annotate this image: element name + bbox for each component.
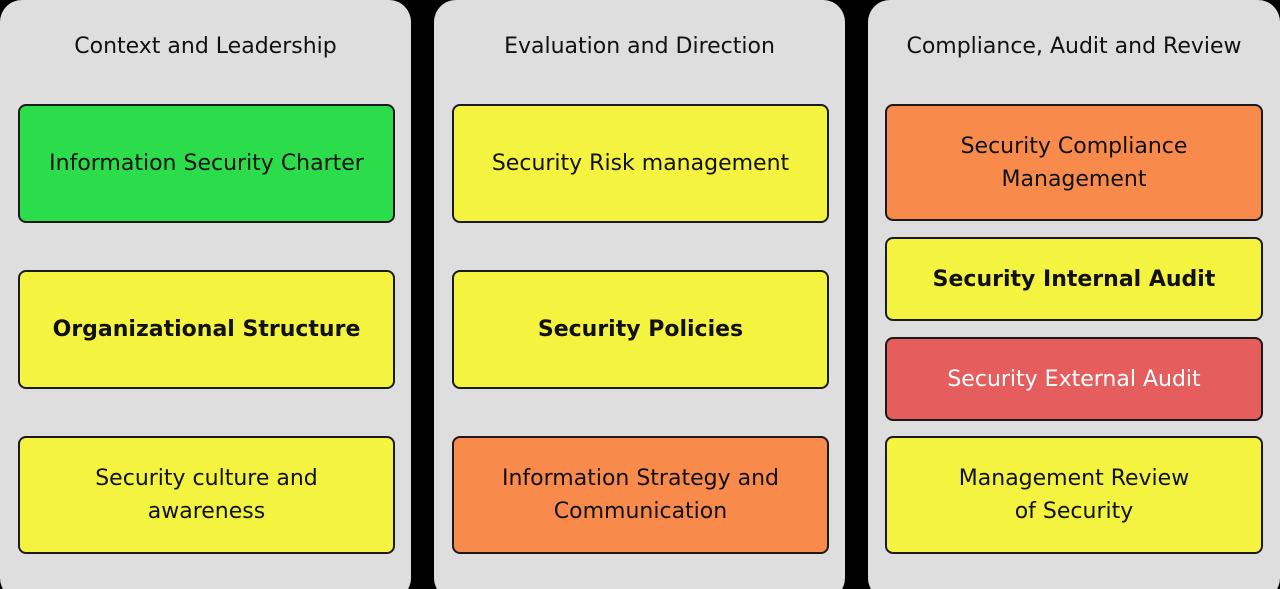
box-security-internal-audit: Security Internal Audit (885, 237, 1263, 321)
box-label: Information Strategy and Communication (502, 466, 779, 524)
box-security-risk-management: Security Risk management (452, 104, 829, 223)
box-label: Security Risk management (491, 151, 790, 176)
box-label: Information Security Charter (49, 151, 364, 176)
column-title: Compliance, Audit and Review (906, 34, 1242, 59)
box-label: Security External Audit (947, 366, 1201, 392)
column-compliance-audit-review: Compliance, Audit and Review Security Co… (868, 0, 1280, 589)
column-title: Context and Leadership (74, 34, 337, 59)
column-evaluation-direction: Evaluation and Direction Security Risk m… (434, 0, 845, 589)
box-organizational-structure: Organizational Structure (18, 270, 395, 389)
box-information-strategy-communication: Information Strategy and Communication (452, 436, 829, 554)
box-security-external-audit: Security External Audit (885, 337, 1263, 421)
box-information-security-charter: Information Security Charter (18, 104, 395, 223)
box-security-policies: Security Policies (452, 270, 829, 389)
column-context-leadership: Context and Leadership Information Secur… (0, 0, 411, 589)
box-label: Security Policies (537, 317, 744, 342)
box-label: Security Compliance Management (960, 133, 1188, 192)
column-title: Evaluation and Direction (504, 34, 775, 59)
box-label: Management Review of Security (958, 466, 1190, 524)
box-label: Security Internal Audit (932, 266, 1216, 292)
box-management-review-security: Management Review of Security (885, 436, 1263, 554)
box-security-culture-awareness: Security culture and awareness (18, 436, 395, 554)
box-security-compliance-management: Security Compliance Management (885, 104, 1263, 221)
box-label: Organizational Structure (52, 317, 361, 342)
box-label: Security culture and awareness (95, 466, 318, 524)
